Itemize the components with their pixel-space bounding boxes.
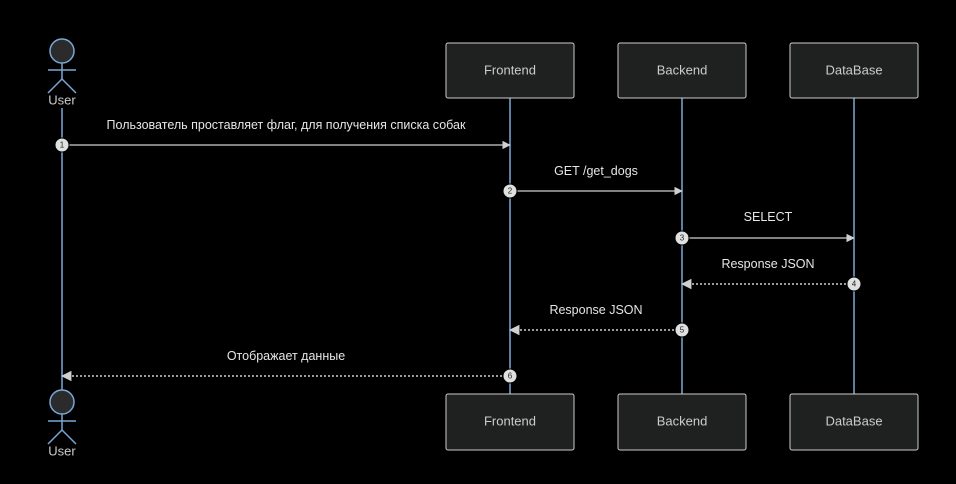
frontend-label-bottom: Frontend (484, 413, 536, 428)
database-box-top: DataBase (789, 42, 919, 99)
svg-text:1: 1 (60, 141, 65, 150)
message-6-label: Отображает данные (227, 349, 345, 363)
user-actor-bottom: User (47, 389, 77, 458)
database-label-top: DataBase (825, 62, 882, 77)
backend-box-bottom: Backend (617, 393, 747, 451)
message-3-label: SELECT (744, 210, 793, 224)
svg-text:5: 5 (680, 326, 685, 335)
message-5: Response JSON 5 (508, 303, 690, 338)
message-2-label: GET /get_dogs (554, 164, 638, 178)
database-label-bottom: DataBase (825, 413, 882, 428)
message-4: Response JSON 4 (680, 257, 862, 292)
backend-label-top: Backend (657, 62, 708, 77)
svg-text:6: 6 (508, 372, 513, 381)
backend-label-bottom: Backend (657, 413, 708, 428)
database-box-bottom: DataBase (789, 393, 919, 451)
sequence-number-2 (502, 183, 518, 199)
message-4-label: Response JSON (721, 257, 814, 271)
backend-box-top: Backend (617, 42, 747, 99)
message-5-label: Response JSON (549, 303, 642, 317)
sequence-number-5 (674, 322, 690, 338)
sequence-number-3 (674, 230, 690, 246)
frontend-box-top: Frontend (445, 42, 575, 99)
message-3: SELECT 3 (674, 210, 855, 246)
user-actor-top: User (47, 38, 77, 107)
svg-text:2: 2 (508, 187, 513, 196)
sequence-number-6 (502, 368, 518, 384)
user-icon (49, 389, 75, 415)
svg-text:4: 4 (852, 280, 857, 289)
message-2: GET /get_dogs 2 (502, 164, 683, 199)
sequence-number-1 (54, 137, 70, 153)
message-6: Отображает данные 6 (60, 349, 518, 384)
message-1: Пользователь проставляет флаг, для получ… (54, 118, 511, 153)
user-label-top: User (48, 92, 76, 107)
svg-text:3: 3 (680, 234, 685, 243)
frontend-box-bottom: Frontend (445, 393, 575, 451)
sequence-number-4 (846, 276, 862, 292)
user-label-bottom: User (48, 443, 76, 458)
message-1-label: Пользователь проставляет флаг, для получ… (107, 118, 466, 132)
frontend-label-top: Frontend (484, 62, 536, 77)
user-icon (49, 38, 75, 64)
